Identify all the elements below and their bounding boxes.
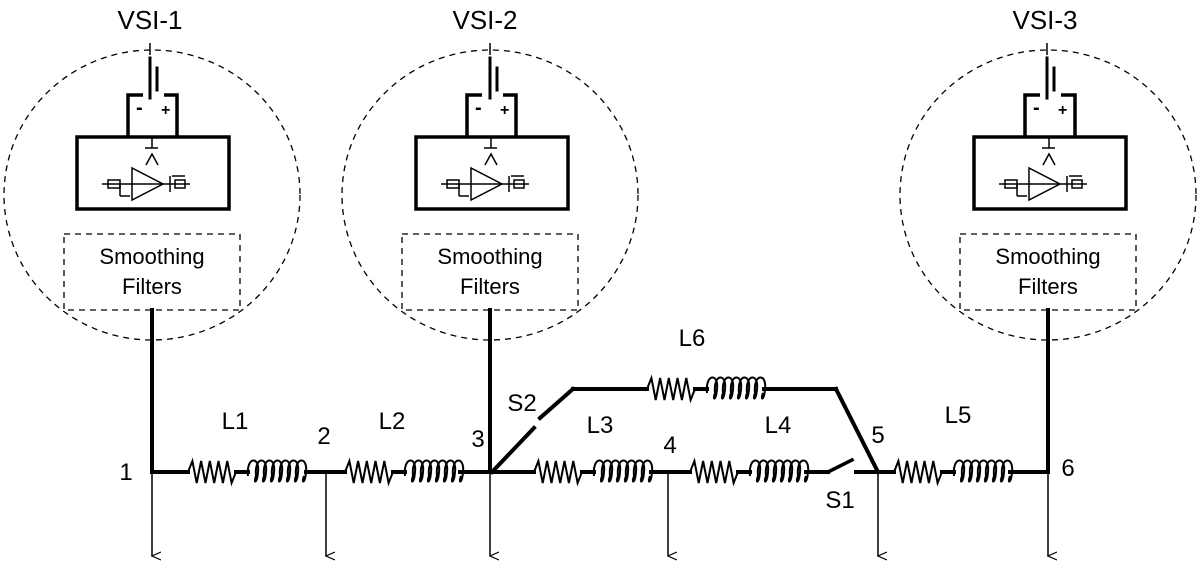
vsi-1-battery-minus: - <box>136 97 143 119</box>
vsi-2-battery-minus: - <box>475 97 482 119</box>
upper-branch: S2 <box>489 386 881 475</box>
vsi-2-battery-plus: + <box>500 102 509 119</box>
vsi-3-battery-minus: - <box>1033 97 1040 119</box>
inductor-l5-resistive-part <box>893 457 943 487</box>
inductor-l4-label: L4 <box>765 412 792 439</box>
bus-3-label: 3 <box>471 426 484 453</box>
vsi-2-battery: - + <box>465 43 518 137</box>
inductor-l6-resistive-part <box>646 374 696 404</box>
vsi-3-battery: - + <box>1023 43 1077 137</box>
inductor-l5-coil <box>952 459 1014 483</box>
vsi-2-boundary <box>341 49 639 341</box>
inductor-l1-resistive-part <box>187 457 237 487</box>
bus-1-label: 1 <box>119 459 132 486</box>
inductor-l4-resistive-part <box>689 457 739 487</box>
switch-s1: S1 <box>825 457 855 514</box>
inductor-l2-coil <box>403 459 465 483</box>
vsi-3-inverter-box <box>972 135 1128 211</box>
inductor-l1-label: L1 <box>222 408 249 435</box>
inductor-l3-coil <box>592 459 654 483</box>
inductor-l6-coil <box>705 376 767 400</box>
vsi-2-filter-line2: Filters <box>460 274 520 299</box>
inductor-l2-label: L2 <box>379 408 406 435</box>
inductor-l3-label: L3 <box>587 412 614 439</box>
bus-4-label: 4 <box>663 432 676 459</box>
inductor-l3 <box>533 457 654 487</box>
vsi-2-inverter-box <box>414 135 570 211</box>
switch-s2-label: S2 <box>507 390 536 417</box>
inductor-l5-label: L5 <box>945 402 972 429</box>
inductor-l2 <box>344 457 465 487</box>
bus-6-label: 6 <box>1061 455 1074 482</box>
vsi-3-filter-box <box>959 233 1137 311</box>
vsi-1-filter-line2: Filters <box>122 274 182 299</box>
vsi-2-filter-line1: Smoothing <box>437 244 542 269</box>
inductor-l4 <box>689 457 810 487</box>
vsi-2-filter-box <box>401 233 579 311</box>
inductor-l2-resistive-part <box>344 457 394 487</box>
vsi-3-filter-line2: Filters <box>1018 274 1078 299</box>
vsi-2-title: VSI-2 <box>452 5 517 35</box>
vsi-3-filter-line1: Smoothing <box>995 244 1100 269</box>
vsi-1-filter-line1: Smoothing <box>99 244 204 269</box>
vsi-2-unit: VSI-2 - + Smoothing Filters <box>341 5 639 474</box>
bus-5-label: 5 <box>871 422 884 449</box>
bus-2-label: 2 <box>317 423 330 450</box>
vsi-1-unit: VSI-1 - + Smoothing Filters <box>3 5 301 474</box>
inductor-l1 <box>187 457 308 487</box>
vsi-3-title: VSI-3 <box>1012 5 1077 35</box>
inductor-l3-resistive-part <box>533 457 583 487</box>
vsi-3-battery-plus: + <box>1058 102 1067 119</box>
inductor-l6-label: L6 <box>679 325 706 352</box>
vsi-1-battery: - + <box>126 43 179 137</box>
switch-s1-label: S1 <box>825 487 854 514</box>
vsi-1-title: VSI-1 <box>117 5 182 35</box>
vsi-1-battery-plus: + <box>161 102 170 119</box>
vsi-3-boundary <box>899 49 1197 341</box>
vsi-1-inverter-box <box>75 135 231 211</box>
vsi-3-unit: VSI-3 - + Smoothing Filters <box>899 5 1197 474</box>
vsi-1-boundary <box>3 49 301 341</box>
inductor-l5 <box>893 457 1014 487</box>
inductor-l1-coil <box>246 459 308 483</box>
inductors <box>187 374 1014 487</box>
inductor-l6 <box>646 374 767 404</box>
inductor-l4-coil <box>748 459 810 483</box>
vsi-1-filter-box <box>63 233 241 311</box>
load-arrows <box>152 472 1048 556</box>
switch-s2-blade <box>489 425 537 475</box>
